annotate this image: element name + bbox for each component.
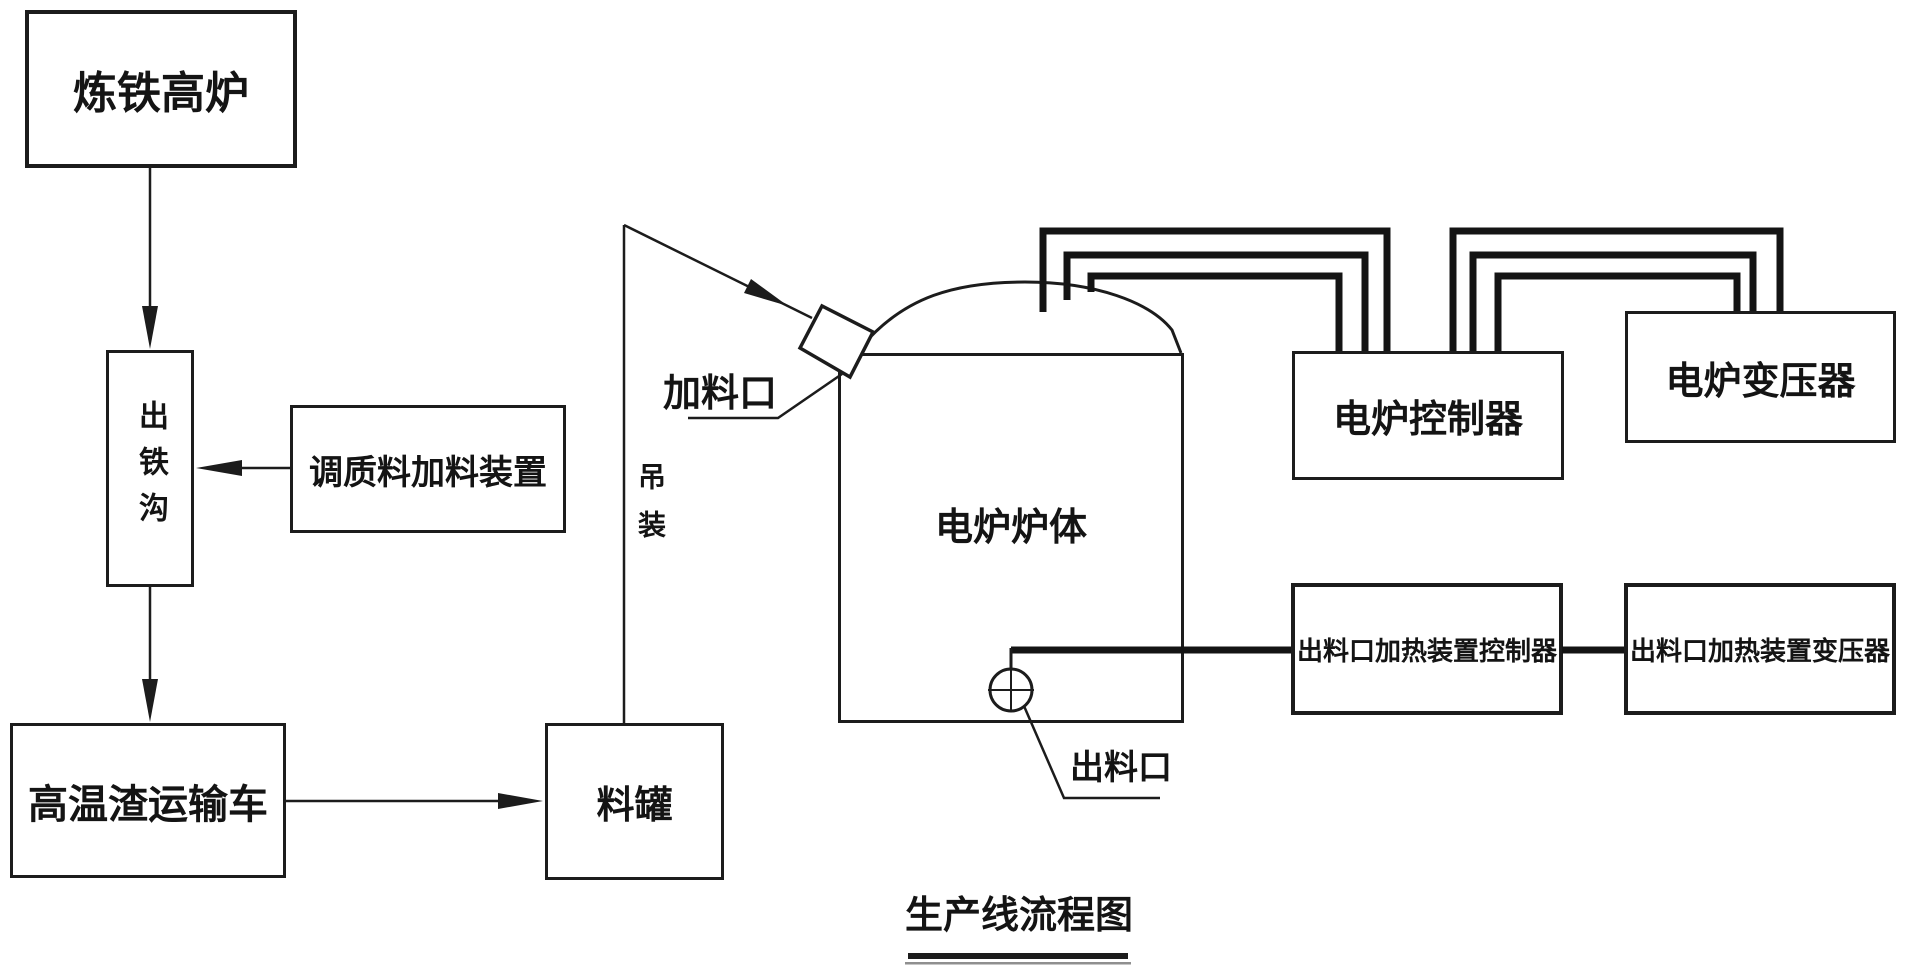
bus-bar-furnace-inner bbox=[1087, 272, 1343, 351]
box-blast-furnace: 炼铁高炉 bbox=[25, 10, 297, 168]
feed-port-label: 加料口 bbox=[662, 373, 777, 415]
box-outlet-heater-controller: 出料口加热装置控制器 bbox=[1291, 583, 1563, 715]
title-underline-shadow bbox=[905, 962, 1131, 965]
diagram-title: 生产线流程图 bbox=[905, 895, 1134, 937]
box-slag-truck: 高温渣运输车 bbox=[10, 723, 286, 878]
box-outlet-heater-transformer: 出料口加热装置变压器 bbox=[1624, 583, 1896, 715]
hoist-jib-line bbox=[623, 223, 813, 320]
arrowhead-left-to-trough bbox=[196, 460, 242, 476]
arrowhead-down-to-truck bbox=[142, 679, 158, 722]
hoisting-label: 吊装 bbox=[635, 462, 666, 558]
outlet-heater-transformer-label: 出料口加热装置变压器 bbox=[1629, 635, 1890, 666]
bus-bar-furnace-outer bbox=[1039, 227, 1391, 351]
furnace-controller-label: 电炉控制器 bbox=[1332, 399, 1523, 441]
material-tank-label: 料罐 bbox=[596, 785, 673, 827]
box-furnace-controller: 电炉控制器 bbox=[1292, 351, 1564, 480]
furnace-body-label: 电炉炉体 bbox=[934, 506, 1087, 549]
box-material-tank: 料罐 bbox=[545, 723, 724, 880]
box-tapping-trough: 出铁沟 bbox=[106, 350, 194, 587]
title-underline bbox=[908, 953, 1128, 959]
arrowhead-right-to-tank bbox=[498, 793, 543, 809]
blast-furnace-label: 炼铁高炉 bbox=[73, 69, 249, 118]
furnace-dome bbox=[862, 280, 1183, 354]
arrowhead-down-to-trough bbox=[142, 306, 158, 349]
furnace-transformer-label: 电炉变压器 bbox=[1665, 360, 1856, 403]
box-conditioner-feeder: 调质料加料装置 bbox=[290, 405, 566, 533]
slag-truck-label: 高温渣运输车 bbox=[28, 782, 268, 827]
conditioner-feeder-label: 调质料加料装置 bbox=[309, 453, 547, 492]
box-furnace-transformer: 电炉变压器 bbox=[1625, 311, 1896, 443]
arrowhead-hoist-jib bbox=[744, 279, 788, 306]
bus-bar-furnace-middle bbox=[1063, 251, 1369, 351]
box-furnace-body: 电炉炉体 bbox=[838, 353, 1184, 723]
tapping-trough-label: 出铁沟 bbox=[134, 399, 167, 538]
outlet-heater-controller-label: 出料口加热装置控制器 bbox=[1296, 635, 1557, 666]
discharge-port-label: 出料口 bbox=[1070, 749, 1172, 787]
